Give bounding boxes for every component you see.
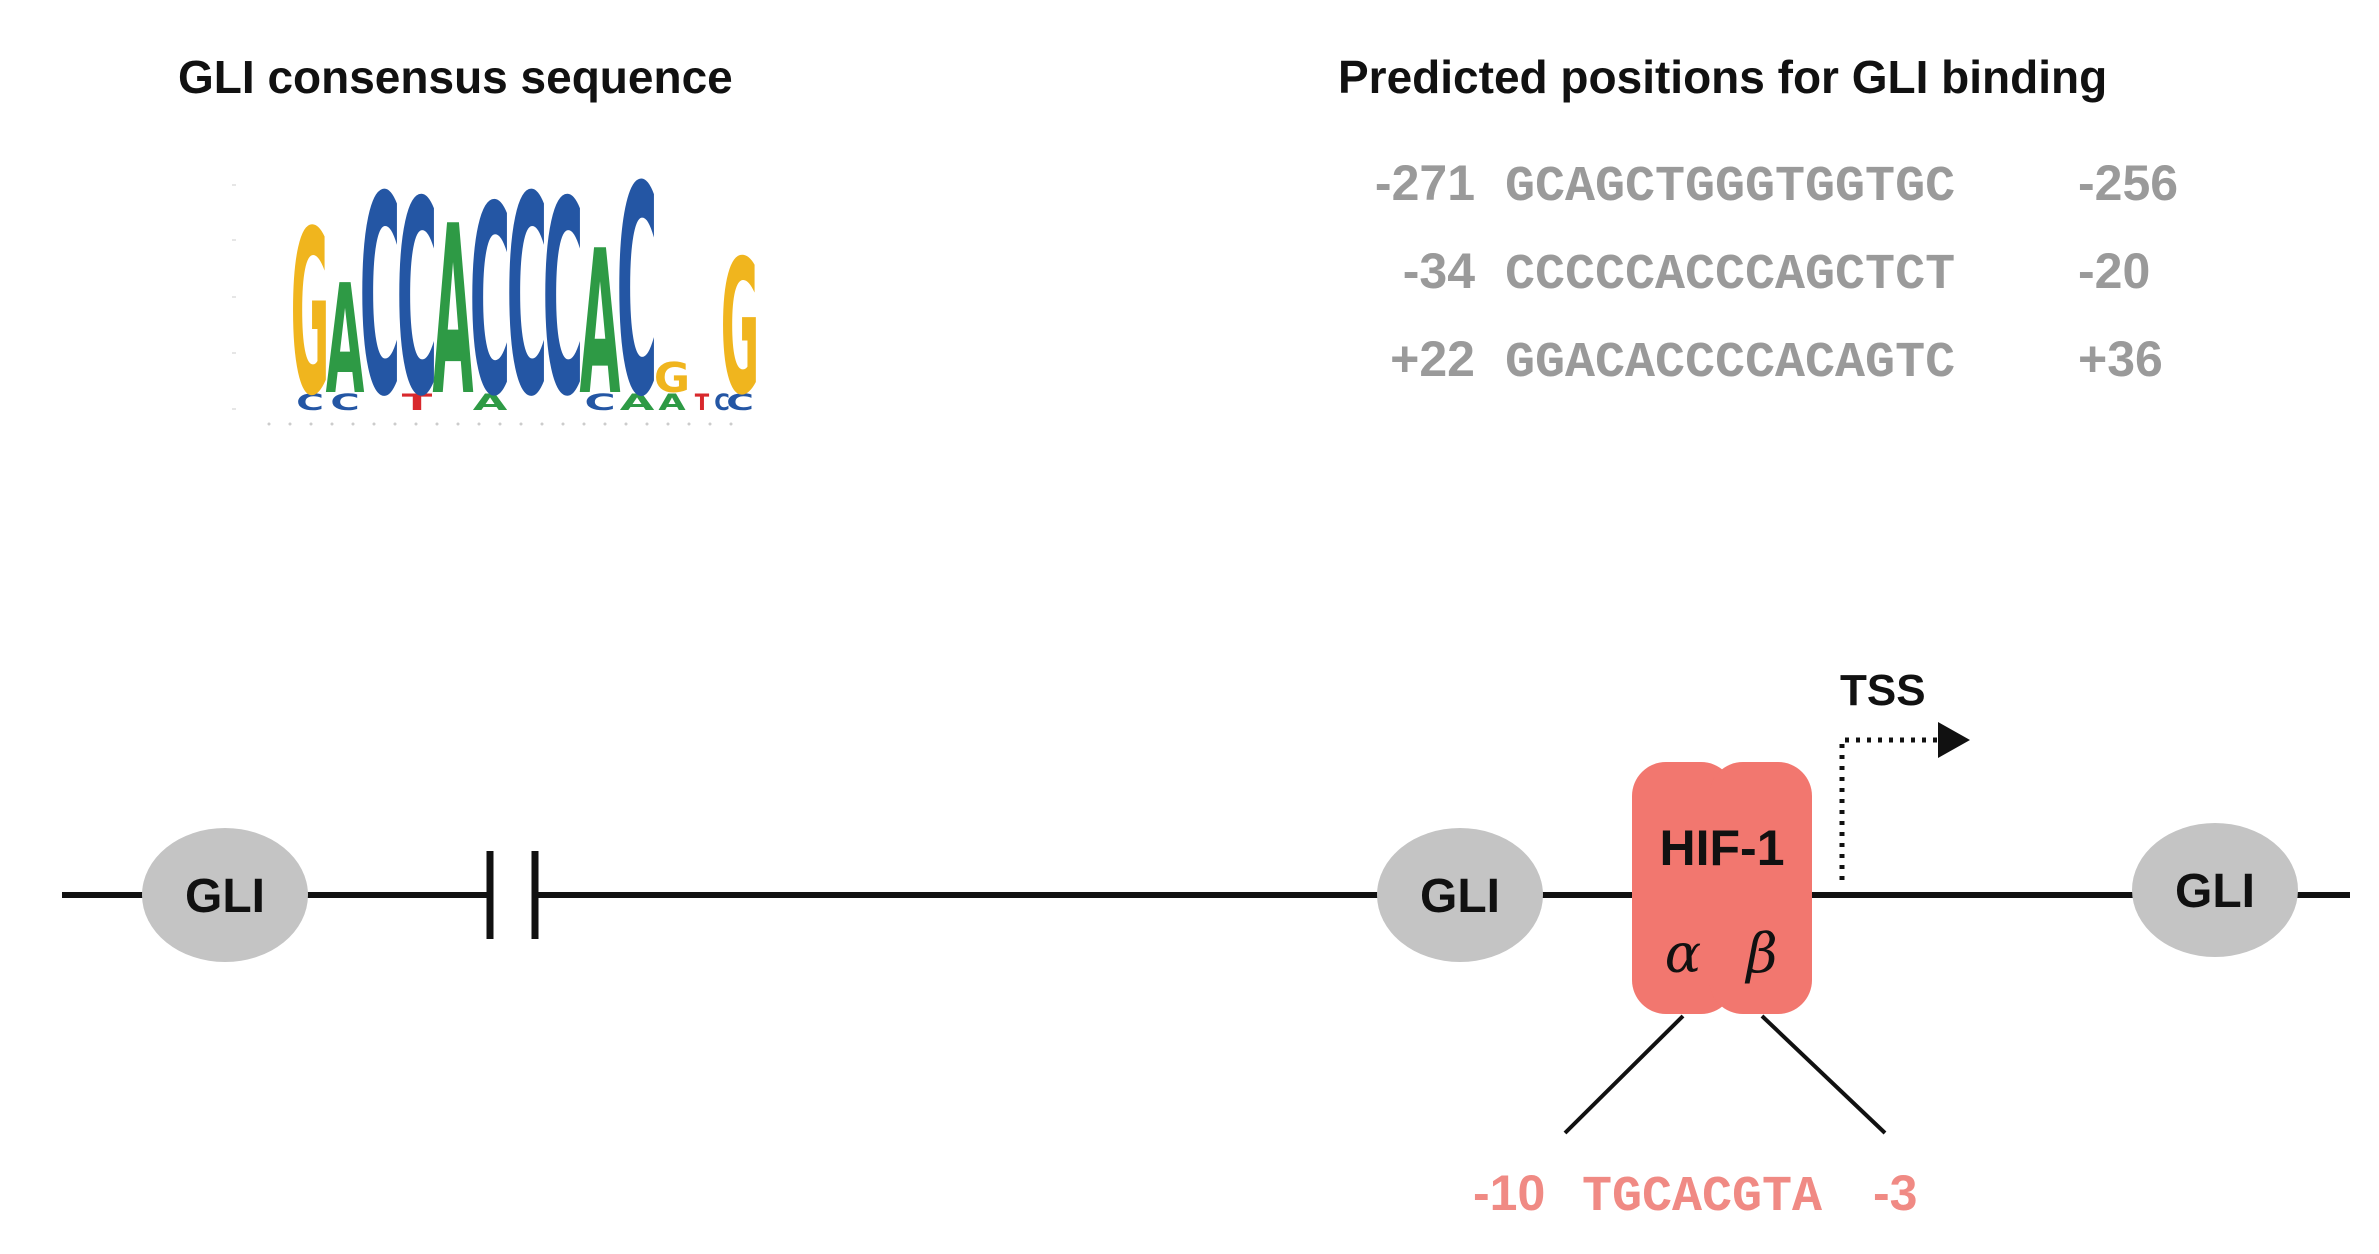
site-sequence: GCAGCTGGGTGGTGC [1505,159,1955,216]
logo-letter: G [654,354,690,402]
logo-sub-letter: T [402,390,432,416]
hre-motif: TGCACGTA [1582,1169,1822,1226]
binding-site-row: -34 CCCCCACCCAGCTCT -20 [1403,243,2151,304]
site-end: -20 [2078,243,2150,299]
logo-y-axis [232,184,236,410]
gli-label: GLI [2175,865,2255,918]
logo-letter: C [359,137,400,457]
hre-end: -3 [1873,1165,1917,1221]
logo-sub-letter: T [695,391,710,416]
logo-sub-letter: C [584,390,615,415]
hre-callout [1563,1014,1887,1135]
hre-sequence: -10 TGCACGTA -3 [1473,1165,1917,1226]
logo-letter: A [326,254,365,428]
gli-ellipse [2132,823,2298,957]
logo-letter: A [580,209,621,440]
beta-label: β [1744,922,1777,985]
gli-binding-left: GLI [142,828,308,962]
tss-dotted-line [1839,737,1940,880]
gli-binding-middle: GLI [1377,828,1543,962]
binding-site-list: -271 GCAGCTGGGTGGTGC -256 -34 CCCCCACCCA… [1375,155,2178,392]
hif1-body-join [1690,790,1754,985]
hif1-complex: HIF-1 α β [1632,762,1812,1014]
logo-sub-letter: C [714,391,730,416]
hif1-label: HIF-1 [1660,820,1785,876]
binding-site-row: -271 GCAGCTGGGTGGTGC -256 [1375,155,2178,216]
tss-label: TSS [1840,666,1926,715]
logo-letter: C [542,144,583,455]
alpha-label: α [1665,922,1701,985]
logo-letter: A [433,175,474,447]
site-end: +36 [2078,331,2163,387]
tss-arrow: TSS [1839,666,1970,880]
gli-binding-right: GLI [2132,823,2298,957]
site-start: -271 [1375,155,1475,211]
site-sequence: GGACACCCCACAGTC [1505,335,1955,392]
logo-sub-letter: C [726,390,754,416]
logo-sub-letter: A [658,390,686,415]
logo-letter: C [616,125,657,460]
gli-ellipse [1377,828,1543,962]
site-end: -256 [2078,155,2178,211]
site-start: -34 [1403,243,1475,299]
callout-line-right [1760,1014,1887,1135]
gli-label: GLI [1420,870,1500,923]
binding-site-row: +22 GGACACCCCACAGTC +36 [1390,331,2163,392]
logo-letter: G [721,221,760,436]
logo-sub-letter: A [473,390,509,416]
logo-sub-letter: C [330,390,359,416]
logo-x-axis [267,422,733,426]
logo-sub-letter: C [296,390,324,416]
logo-letter: G [291,182,330,446]
site-sequence: CCCCCACCCAGCTCT [1505,247,1955,304]
logo-sub-letter: A [620,390,656,416]
logo-letter: C [469,151,510,454]
tss-arrowhead [1938,722,1970,758]
gli-label: GLI [185,870,265,923]
hre-start: -10 [1473,1165,1545,1221]
consensus-title: GLI consensus sequence [178,51,733,103]
site-start: +22 [1390,331,1475,387]
gli-ellipse [142,828,308,962]
logo-letter: C [396,144,437,455]
dna-strand [62,851,2350,939]
logo-letter: C [506,137,547,457]
callout-line-left [1563,1014,1685,1135]
predicted-positions-title: Predicted positions for GLI binding [1338,51,2107,103]
